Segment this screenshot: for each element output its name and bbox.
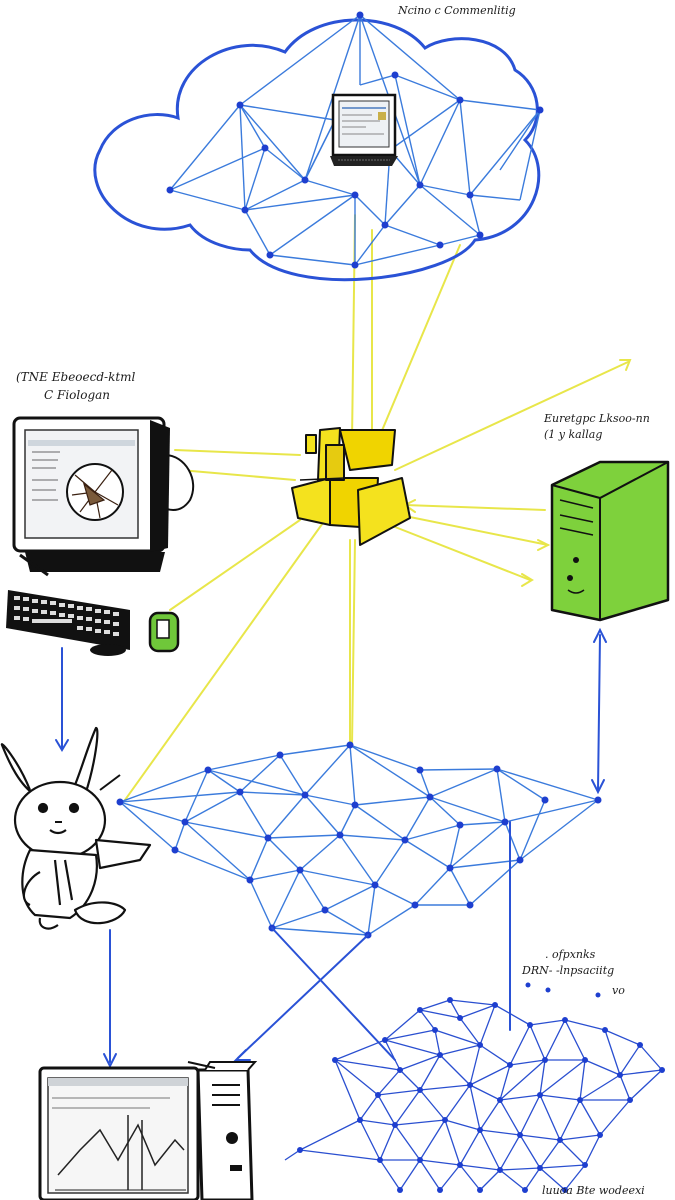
laptop-icon bbox=[330, 93, 398, 166]
desktop-computer-icon bbox=[38, 1061, 258, 1200]
left-monitor-label-line2: C Fiologan bbox=[44, 388, 111, 402]
cloud-title-label: Ncino c Commenlitig bbox=[398, 4, 516, 17]
server-icon bbox=[550, 460, 670, 622]
footer-label: luuoa Bte wodeexi bbox=[542, 1184, 645, 1197]
hub-icon bbox=[291, 427, 411, 546]
bottom-right-label-line3: vo bbox=[612, 984, 625, 997]
mouse-icon bbox=[148, 611, 180, 653]
monitor-icon bbox=[12, 416, 195, 577]
cloud-icon bbox=[93, 18, 541, 282]
rabbit-character-icon bbox=[0, 726, 152, 930]
server-label-line2: (1 y kallag bbox=[544, 428, 603, 441]
bottom-right-label-line2: DRN- -lnpsaciitg bbox=[522, 964, 615, 977]
dense-mesh-nodes bbox=[297, 982, 665, 1193]
bottom-right-label-line1: . ofpxnks bbox=[545, 948, 596, 961]
left-monitor-label-line1: (TNE Ebeoecd-ktml bbox=[16, 370, 136, 384]
server-label-line1: Euretgpc Lksoo-nn bbox=[544, 412, 650, 425]
blue-connectors bbox=[55, 627, 607, 1069]
cloud-mesh bbox=[169, 14, 541, 266]
keyboard-icon bbox=[6, 590, 130, 656]
middle-mesh-nodes bbox=[116, 741, 602, 939]
yellow-links bbox=[124, 214, 632, 801]
middle-mesh bbox=[119, 744, 599, 936]
dense-mesh bbox=[284, 999, 663, 1191]
